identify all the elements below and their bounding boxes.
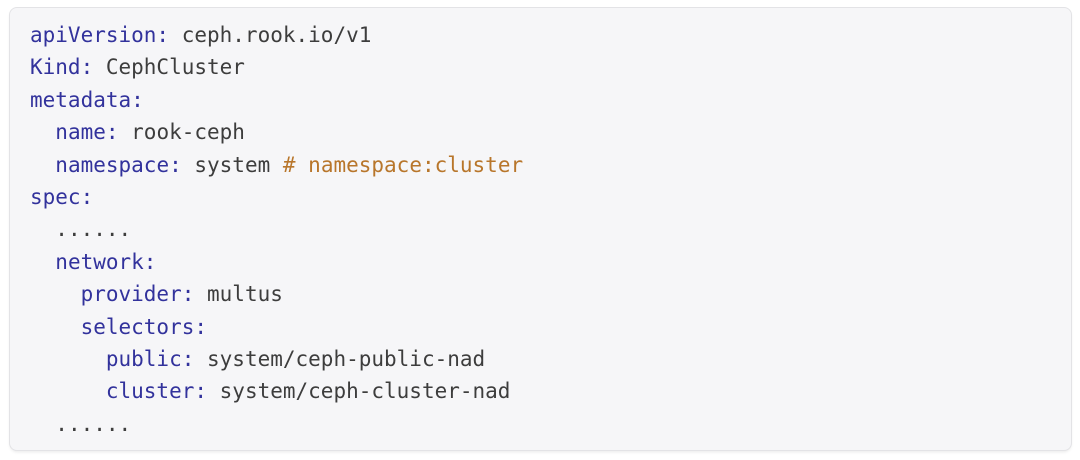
yaml-value-token: system/ceph-public-nad	[194, 347, 486, 372]
yaml-key-token: name:	[55, 120, 119, 145]
code-line: cluster: system/ceph-cluster-nad	[30, 375, 1051, 407]
code-line: name: rook-ceph	[30, 116, 1051, 148]
code-line: ......	[30, 408, 1051, 440]
yaml-key-token: Kind:	[30, 55, 94, 80]
code-line: metadata:	[30, 84, 1051, 116]
code-line: provider: multus	[30, 278, 1051, 310]
code-line: selectors:	[30, 311, 1051, 343]
yaml-key-token: cluster:	[105, 379, 208, 404]
yaml-key-token: apiVersion:	[30, 23, 170, 47]
yaml-value-token: CephCluster	[93, 55, 245, 80]
yaml-dots-token: ......	[55, 217, 132, 242]
yaml-value-token: multus	[194, 282, 283, 307]
code-line: public: system/ceph-public-nad	[30, 343, 1051, 375]
yaml-comment-token: # namespace:cluster	[282, 152, 524, 177]
yaml-value-token: rook-ceph	[118, 120, 245, 145]
yaml-value-token: ceph.rook.io/v1	[169, 23, 372, 47]
yaml-key-token: provider:	[80, 282, 195, 307]
yaml-key-token: public:	[105, 347, 195, 372]
yaml-dots-token: ......	[55, 411, 132, 436]
yaml-key-token: namespace:	[55, 152, 182, 177]
yaml-key-token: metadata:	[30, 87, 144, 112]
yaml-value-token: system	[181, 152, 283, 177]
yaml-key-token: spec:	[30, 185, 94, 210]
yaml-key-token: network:	[55, 249, 157, 274]
code-line: spec:	[30, 181, 1051, 213]
code-line: network:	[30, 246, 1051, 278]
yaml-value-token: system/ceph-cluster-nad	[207, 379, 511, 404]
yaml-key-token: selectors:	[80, 314, 208, 339]
code-line: ......	[30, 213, 1051, 245]
code-line: Kind: CephCluster	[30, 51, 1051, 83]
code-line: namespace: system # namespace:cluster	[30, 149, 1051, 181]
code-line: apiVersion: ceph.rook.io/v1	[30, 19, 1051, 51]
